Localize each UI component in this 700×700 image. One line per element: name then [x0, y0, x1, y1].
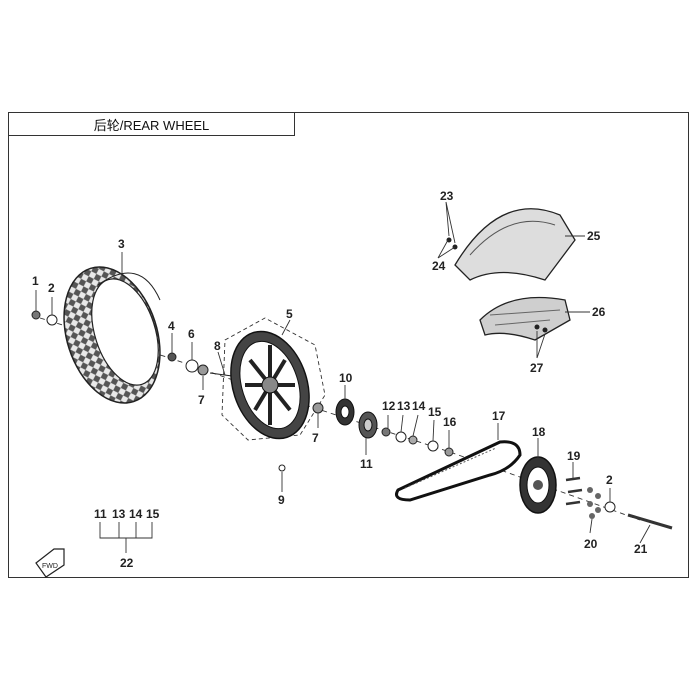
callout-2: 2	[48, 281, 55, 295]
callout-13b: 13	[112, 507, 126, 521]
callout-15: 15	[428, 405, 442, 419]
bearing-part-12	[381, 427, 391, 437]
callout-6: 6	[188, 327, 195, 341]
diagram-frame	[8, 112, 689, 578]
screw-part-27a	[534, 324, 540, 330]
callout-9: 9	[278, 493, 285, 507]
fender-bracket-part-26	[479, 296, 571, 341]
bearing-part-7	[197, 364, 209, 376]
callout-21: 21	[634, 542, 648, 556]
callout-10: 10	[339, 371, 353, 385]
rim-part-5	[221, 317, 326, 441]
callout-24: 24	[432, 259, 446, 273]
callout-26: 26	[592, 305, 606, 319]
callout-14: 14	[412, 399, 426, 413]
callout-12: 12	[382, 399, 396, 413]
drive-belt-part-17	[395, 440, 522, 502]
diagram-title: 后轮/REAR WHEEL	[8, 112, 295, 136]
callout-17: 17	[492, 409, 506, 423]
tire-part-3	[63, 266, 161, 404]
callout-15b: 15	[146, 507, 160, 521]
collar-part-15	[427, 440, 439, 452]
callout-20: 20	[584, 537, 598, 551]
leader-lines	[35, 201, 651, 553]
fwd-arrow-icon: FWD	[35, 548, 65, 578]
callout-5: 5	[286, 307, 293, 321]
screw-part-27b	[542, 327, 548, 333]
washer-part-2b	[604, 501, 616, 513]
circlip-part-14	[408, 435, 418, 445]
callout-11: 11	[360, 457, 373, 471]
callout-7b: 7	[312, 431, 319, 445]
rear-axle-part-21	[627, 513, 673, 530]
callout-2b: 2	[606, 473, 613, 487]
callout-8: 8	[214, 339, 221, 353]
spacer-part-8	[209, 372, 233, 377]
callout-25: 25	[587, 229, 601, 243]
bearing-part-7b	[312, 402, 324, 414]
hub-part-11	[358, 411, 378, 439]
callout-1: 1	[32, 274, 39, 288]
callout-3: 3	[118, 237, 125, 251]
callout-22: 22	[120, 556, 134, 570]
damper-part-10	[335, 398, 355, 426]
callout-18: 18	[532, 425, 546, 439]
nuts-part-20	[587, 487, 601, 519]
callout-14b: 14	[129, 507, 143, 521]
callout-13: 13	[397, 399, 411, 413]
callout-labels: 1 2 3 4 5 6 7 8 9 10 7 11 12 13 14 15 16…	[32, 189, 648, 570]
collar-part-6	[185, 359, 199, 373]
callout-7a: 7	[198, 393, 205, 407]
nut-part-1	[31, 310, 41, 320]
rear-fender-part-25	[454, 208, 576, 281]
valve-part-9	[278, 464, 286, 472]
callout-11b: 11	[94, 507, 107, 521]
washer-part-2	[46, 314, 58, 326]
fwd-label: FWD	[42, 563, 58, 570]
nut-part-4	[167, 352, 177, 362]
callout-19: 19	[567, 449, 581, 463]
callout-27: 27	[530, 361, 544, 375]
callout-4: 4	[168, 319, 175, 333]
spacer-part-16	[444, 447, 454, 457]
callout-16: 16	[443, 415, 457, 429]
ring-part-13	[395, 431, 407, 443]
callout-23: 23	[440, 189, 454, 203]
sprocket-part-18	[519, 456, 557, 514]
bolts-part-19	[565, 476, 583, 506]
